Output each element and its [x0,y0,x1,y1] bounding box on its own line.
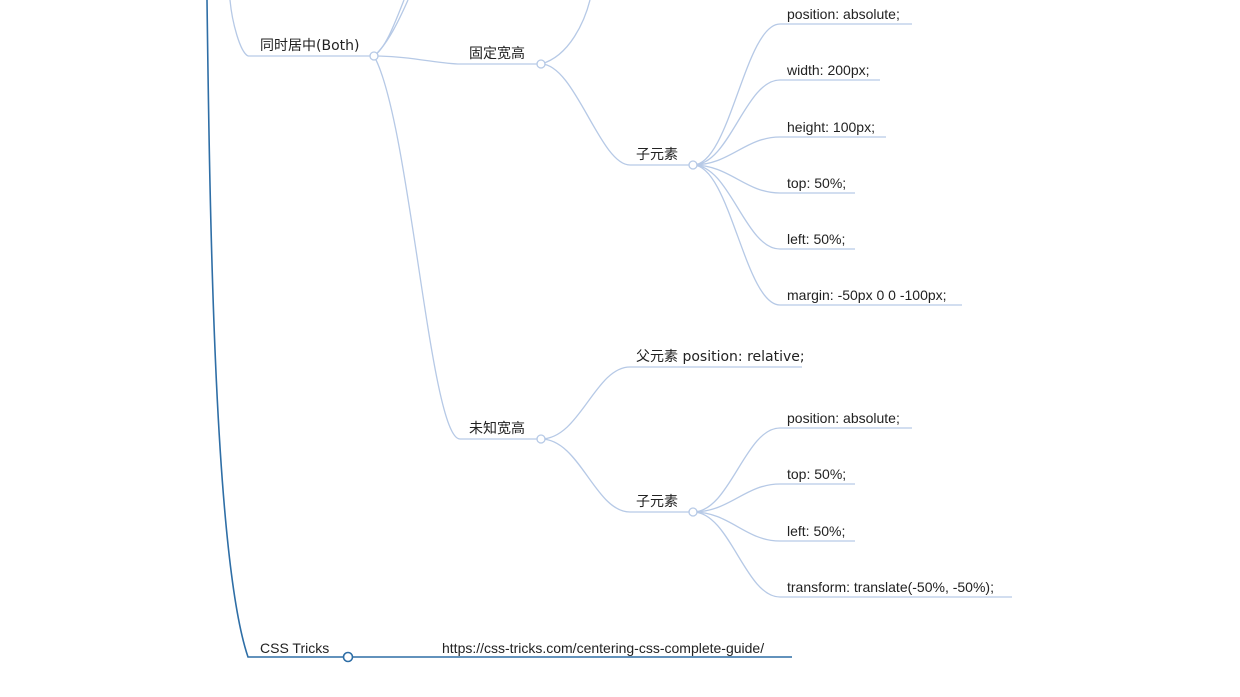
branch-fixed-prop-4 [692,164,855,194]
node-unknown-parent-label[interactable]: 父元素 position: relative; [636,349,805,365]
branch-top-out-2 [373,0,409,57]
branch-unknown-prop-1 [692,427,912,513]
fixed-prop-margin[interactable]: margin: -50px 0 0 -100px; [787,287,947,303]
node-toggle-unknown-child[interactable] [688,507,698,517]
fixed-prop-top[interactable]: top: 50%; [787,175,847,191]
node-toggle-unknown[interactable] [536,434,546,444]
branch-top-stub [229,0,249,57]
css-tricks-link[interactable]: https://css-tricks.com/centering-css-com… [442,640,765,656]
branch-fixed-prop-1 [692,23,912,166]
branch-fixed-child [540,63,693,166]
branch-fixed-prop-2 [692,79,880,166]
fixed-prop-width[interactable]: width: 200px; [787,62,870,78]
node-fixed-child-label[interactable]: 子元素 [636,147,678,163]
branch-unknown-prop-3 [692,511,855,542]
unknown-prop-position[interactable]: position: absolute; [787,410,900,426]
branch-fixed-prop-3 [692,136,886,166]
branch-fixed-up [540,0,591,65]
node-unknown-label[interactable]: 未知宽高 [469,421,525,437]
branch-top-out-1 [373,0,405,57]
fixed-prop-position[interactable]: position: absolute; [787,6,900,22]
unknown-prop-left[interactable]: left: 50%; [787,523,846,539]
branch-fixed-prop-6 [692,164,962,306]
node-toggle-css-tricks[interactable] [342,651,354,663]
branch-fixed-prop-5 [692,164,855,250]
node-both-label[interactable]: 同时居中(Both) [260,38,360,54]
branch-unknown-child [540,438,693,513]
branch-both-fixed [373,55,541,65]
branch-unknown-prop-2 [692,483,855,513]
node-toggle-both[interactable] [369,51,379,61]
node-toggle-fixed-child[interactable] [688,160,698,170]
trunk-branch [206,0,792,658]
node-css-tricks-label[interactable]: CSS Tricks [260,640,330,656]
node-fixed-label[interactable]: 固定宽高 [469,46,525,62]
node-unknown-child-label[interactable]: 子元素 [636,494,678,510]
fixed-prop-height[interactable]: height: 100px; [787,119,875,135]
branch-unknown-prop-4 [692,511,1012,598]
fixed-prop-left[interactable]: left: 50%; [787,231,846,247]
branch-both-unknown [373,55,541,440]
branch-unknown-parent [540,366,802,440]
unknown-prop-transform[interactable]: transform: translate(-50%, -50%); [787,579,994,595]
unknown-prop-top[interactable]: top: 50%; [787,466,847,482]
node-toggle-fixed[interactable] [536,59,546,69]
